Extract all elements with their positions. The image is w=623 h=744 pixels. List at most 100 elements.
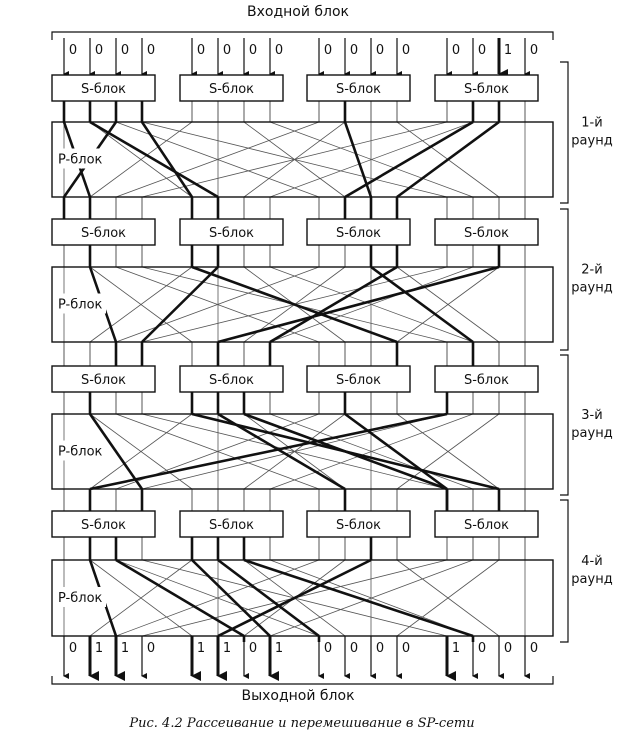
- s-block: [51, 218, 156, 246]
- permutation-line: [89, 121, 193, 198]
- output-bit: 0: [147, 641, 155, 656]
- s-block-label: S-блок: [464, 226, 509, 241]
- output-bit: 1: [275, 641, 283, 656]
- permutation-wires: [62, 38, 530, 681]
- active-permutation-line: [191, 559, 271, 637]
- s-block: [179, 218, 284, 246]
- output-bit: 0: [478, 641, 486, 656]
- p-block-label-bg: [54, 440, 106, 461]
- input-bit: 0: [452, 43, 460, 58]
- output-bit: 0: [504, 641, 512, 656]
- s-block-label: S-блок: [336, 226, 381, 241]
- p-block-label: P-блок: [58, 445, 103, 460]
- s-block-label: S-блок: [464, 518, 509, 533]
- active-permutation-line: [115, 558, 245, 638]
- s-block: [179, 365, 284, 393]
- output-bit: 1: [223, 641, 231, 656]
- permutation-line: [269, 121, 474, 198]
- input-bit: 0: [350, 43, 358, 58]
- s-block-label: S-блок: [209, 82, 254, 97]
- output-block-title: Выходной блок: [241, 688, 354, 704]
- output-bit: 0: [402, 641, 410, 656]
- active-permutation-line: [243, 412, 448, 491]
- permutation-line: [89, 266, 193, 343]
- s-block-label: S-блок: [81, 226, 126, 241]
- active-permutation-line: [269, 265, 398, 344]
- s-block: [51, 74, 156, 102]
- p-block-label-bg: [54, 587, 106, 607]
- output-bit: 1: [452, 641, 460, 656]
- figure-caption: Рис. 4.2 Рассеивание и перемешивание в S…: [128, 716, 474, 731]
- s-block-label: S-блок: [81, 82, 126, 97]
- permutation-line: [396, 559, 500, 637]
- s-block: [434, 74, 539, 102]
- s-block-label: S-блок: [81, 373, 126, 388]
- s-block: [179, 510, 284, 538]
- s-block: [306, 365, 411, 393]
- s-block: [306, 510, 411, 538]
- input-bit: 0: [275, 43, 283, 58]
- active-permutation-line: [191, 265, 398, 344]
- p-block-label-bg: [54, 293, 106, 314]
- p-block: [51, 266, 554, 343]
- round-label-word: раунд: [571, 281, 612, 296]
- s-block-label: S-блок: [209, 226, 254, 241]
- output-bit: 0: [69, 641, 77, 656]
- p-block-label: P-блок: [58, 298, 103, 313]
- round-label-number: 1-й: [581, 116, 602, 131]
- round-label-word: раунд: [571, 134, 612, 149]
- s-block: [434, 365, 539, 393]
- p-block-label: P-блок: [58, 591, 103, 606]
- active-permutation-line: [140, 121, 194, 198]
- p-block-label-bg: [54, 148, 106, 169]
- permutation-line: [141, 413, 448, 490]
- s-block-label: S-блок: [336, 82, 381, 97]
- input-bit: 0: [376, 43, 384, 58]
- permutation-line: [269, 266, 474, 343]
- output-bit: 0: [249, 641, 257, 656]
- s-block: [434, 218, 539, 246]
- input-block-title: Входной блок: [247, 4, 349, 20]
- output-bit: 1: [95, 641, 103, 656]
- permutation-line: [269, 413, 474, 490]
- p-block: [51, 413, 554, 490]
- s-block: [179, 74, 284, 102]
- round-bracket: [560, 61, 569, 204]
- s-block: [306, 74, 411, 102]
- s-block: [306, 218, 411, 246]
- input-bit: 1: [504, 43, 512, 58]
- s-block: [51, 510, 156, 538]
- active-permutation-line: [217, 558, 372, 638]
- round-bracket: [560, 208, 569, 351]
- s-block: [434, 510, 539, 538]
- input-bit: 0: [223, 43, 231, 58]
- active-permutation-line: [89, 412, 448, 491]
- s-block-label: S-блок: [464, 373, 509, 388]
- active-permutation-line: [217, 265, 500, 344]
- s-block-label: S-блок: [209, 373, 254, 388]
- active-permutation-line: [343, 121, 373, 198]
- round-label-number: 3-й: [581, 408, 602, 423]
- round-bracket: [560, 499, 569, 643]
- input-bit: 0: [530, 43, 538, 58]
- permutation-line: [115, 121, 320, 198]
- input-bit: 0: [249, 43, 257, 58]
- output-bit: 0: [324, 641, 332, 656]
- input-bit: 0: [197, 43, 205, 58]
- permutation-line: [115, 266, 320, 343]
- permutation-line: [141, 121, 448, 198]
- permutation-line: [89, 559, 193, 637]
- output-bit: 1: [121, 641, 129, 656]
- round-label-number: 2-й: [581, 263, 602, 278]
- s-block-label: S-блок: [464, 82, 509, 97]
- round-label-word: раунд: [571, 426, 612, 441]
- output-bit: 1: [197, 641, 205, 656]
- input-bit: 0: [121, 43, 129, 58]
- active-permutation-line: [370, 265, 474, 344]
- active-permutation-line: [141, 266, 219, 343]
- round-label-number: 4-й: [581, 554, 602, 569]
